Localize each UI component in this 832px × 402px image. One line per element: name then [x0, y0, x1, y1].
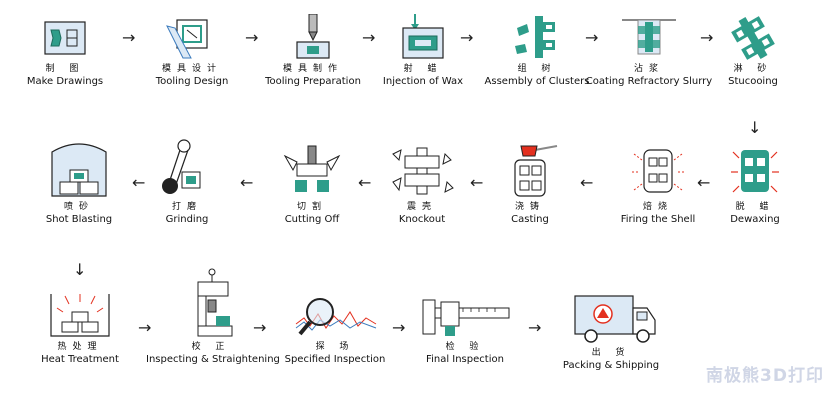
step-label-en: Tooling Preparation [265, 76, 361, 87]
arrow-right-icon: → [245, 28, 259, 47]
step-make-drawings: 制 图 Make Drawings [0, 14, 130, 88]
step-label-cn: 沾浆 [633, 64, 664, 74]
arrow-right-icon: → [460, 28, 474, 47]
arrow-left-icon: ← [358, 173, 372, 192]
step-label-cn: 模具设计 [161, 64, 222, 74]
step-label-en: Tooling Design [155, 76, 229, 87]
slurry-coating-icon [622, 19, 676, 55]
step-tooling-preparation: 模具制作 Tooling Preparation [248, 14, 378, 88]
tooling-design-icon [166, 19, 208, 59]
step-label-cn: 检 验 [445, 342, 485, 352]
step-label-cn: 模具制作 [282, 64, 343, 74]
arrow-left-icon: ← [240, 173, 254, 192]
arrow-left-icon: ← [580, 173, 594, 192]
arrow-left-icon: ← [470, 173, 484, 192]
wax-injection-icon [402, 14, 444, 59]
casting-icon [514, 145, 558, 197]
step-heat-treatment: 热处理 Heat Treatment [15, 288, 145, 366]
step-label-cn: 喷砂 [63, 202, 94, 212]
step-label-en: Dewaxing [730, 214, 780, 225]
step-label-cn: 校 正 [191, 342, 231, 352]
step-casting: 浇铸 Casting [465, 142, 595, 226]
arrow-down-icon: ↓ [748, 118, 762, 137]
step-label-cn: 出 货 [591, 348, 631, 358]
knockout-icon [392, 147, 454, 195]
step-tooling-design: 模具设计 Tooling Design [127, 14, 257, 88]
arrow-down-icon: ↓ [73, 260, 87, 279]
step-final-inspection: 检 验 Final Inspection [400, 290, 530, 366]
step-label-cn: 淋 砂 [733, 64, 773, 74]
heat-treatment-icon [50, 294, 110, 337]
step-label-en: Final Inspection [426, 354, 504, 365]
step-dewaxing: 脱 蜡 Dewaxing [690, 142, 820, 226]
drawing-icon [44, 21, 86, 55]
step-label-en: Coating Refractory Slurry [585, 76, 713, 87]
arrow-right-icon: → [700, 28, 714, 47]
arrow-right-icon: → [253, 318, 267, 337]
step-label-en: Grinding [165, 214, 209, 225]
step-label-en: Casting [511, 214, 549, 225]
arrow-left-icon: ← [697, 173, 711, 192]
stuccoing-icon [731, 16, 775, 60]
step-firing-the-shell: 焙烧 Firing the Shell [593, 142, 723, 226]
grinding-icon [162, 139, 201, 194]
step-label-en: Make Drawings [26, 76, 104, 87]
step-label-en: Specified Inspection [284, 354, 386, 365]
arrow-right-icon: → [528, 318, 542, 337]
step-label-cn: 射 蜡 [403, 64, 443, 74]
arrow-right-icon: → [122, 28, 136, 47]
step-label-en: Shot Blasting [45, 214, 113, 225]
step-label-cn: 组 树 [517, 64, 557, 74]
step-stuccoing: 淋 砂 Stucooing [688, 14, 818, 88]
step-label-en: Cutting Off [284, 214, 340, 225]
step-label-cn: 切割 [296, 202, 327, 212]
step-label-cn: 热处理 [57, 342, 103, 352]
step-label-en: Stucooing [728, 76, 778, 87]
step-label-cn: 震壳 [406, 202, 437, 212]
step-knockout: 震壳 Knockout [357, 142, 487, 226]
step-label-en: Packing & Shipping [562, 360, 660, 371]
step-label-en: Firing the Shell [620, 214, 696, 225]
step-label-cn: 脱 蜡 [735, 202, 775, 212]
arrow-right-icon: → [138, 318, 152, 337]
step-assembly-of-clusters: 组 树 Assembly of Clusters [472, 14, 602, 88]
step-label-cn: 浇铸 [514, 202, 545, 212]
magnifier-inspection-icon [295, 298, 377, 336]
step-label-cn: 制 图 [45, 64, 85, 74]
arrow-right-icon: → [585, 28, 599, 47]
arrow-left-icon: ← [132, 173, 146, 192]
step-label-cn: 焙烧 [642, 202, 673, 212]
step-cutting-off: 切割 Cutting Off [247, 142, 377, 226]
step-label-cn: 打磨 [171, 202, 202, 212]
step-shot-blasting: 喷砂 Shot Blasting [14, 138, 144, 226]
arrow-right-icon: → [392, 318, 406, 337]
cutting-icon [283, 145, 341, 192]
shell-firing-icon [632, 149, 684, 193]
watermark: 南极熊3D打印 [706, 366, 824, 386]
step-specified-inspection: 探 场 Specified Inspection [270, 290, 400, 366]
step-label-en: Knockout [398, 214, 446, 225]
step-packing-shipping: 出 货 Packing & Shipping [546, 290, 676, 372]
step-label-en: Heat Treatment [41, 354, 119, 365]
step-injection-of-wax: 射 蜡 Injection of Wax [358, 14, 488, 88]
step-label-en: Inspecting & Straightening [146, 354, 280, 365]
step-label-cn: 探 场 [315, 342, 355, 352]
step-label-en: Injection of Wax [382, 76, 464, 87]
tooling-preparation-icon [296, 14, 330, 59]
truck-icon [574, 295, 656, 343]
caliper-icon [422, 299, 510, 336]
arrow-right-icon: → [362, 28, 376, 47]
dewaxing-icon [731, 150, 779, 193]
step-label-en: Assembly of Clusters [484, 76, 590, 87]
step-coating-refractory-slurry: 沾浆 Coating Refractory Slurry [584, 14, 714, 88]
shot-blasting-icon [51, 143, 107, 197]
straightening-icon [197, 268, 233, 337]
cluster-assembly-icon [515, 16, 555, 58]
step-grinding: 打磨 Grinding [122, 138, 252, 226]
step-inspecting-straightening: 校 正 Inspecting & Straightening [146, 266, 280, 366]
